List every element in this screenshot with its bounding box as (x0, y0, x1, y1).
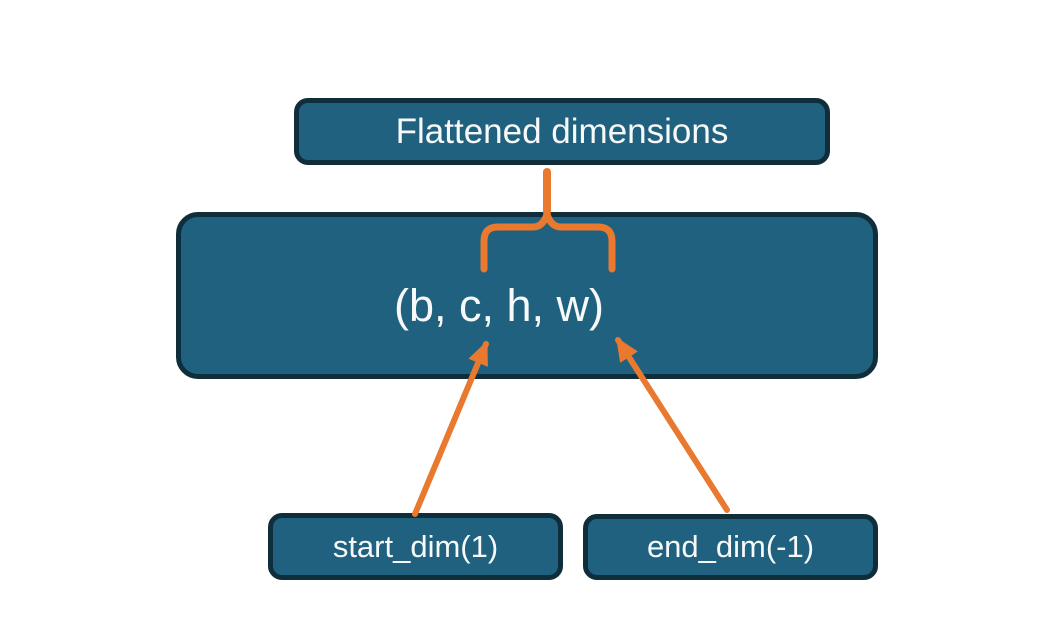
start-dim-label: start_dim(1) (332, 528, 499, 564)
node-flattened-dimensions: Flattened dimensions (294, 98, 830, 165)
node-end-dim: end_dim(-1) (583, 514, 878, 580)
node-start-dim: start_dim(1) (268, 513, 563, 580)
flattened-dimensions-label: Flattened dimensions (395, 111, 729, 151)
tensor-shape-label: (b, c, h, w) (393, 280, 605, 331)
node-tensor-shape: (b, c, h, w) (176, 212, 878, 379)
end-dim-label: end_dim(-1) (646, 529, 815, 564)
